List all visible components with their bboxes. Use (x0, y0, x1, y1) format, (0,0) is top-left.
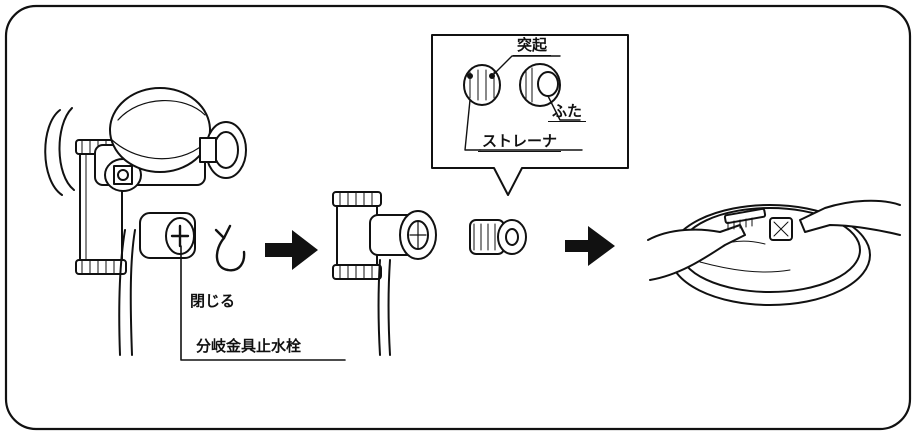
rotate-arrow-icon (214, 224, 246, 272)
valve-assembly-closing (44, 87, 346, 361)
label-branch-valve: 分岐金具止水栓 (196, 337, 302, 355)
label-close: 閉じる (190, 292, 236, 310)
label-protrusion: 突起 (513, 36, 552, 56)
label-lid: ふた (548, 102, 587, 122)
right-arrow-icon (565, 226, 615, 266)
cleaning-scene (647, 199, 901, 306)
valve-opened (332, 191, 437, 356)
label-strainer: ストレーナ (478, 132, 562, 152)
outer-frame (4, 4, 912, 431)
right-arrow-icon (265, 230, 318, 270)
callout-box (431, 34, 629, 196)
strainer-part (469, 219, 527, 255)
